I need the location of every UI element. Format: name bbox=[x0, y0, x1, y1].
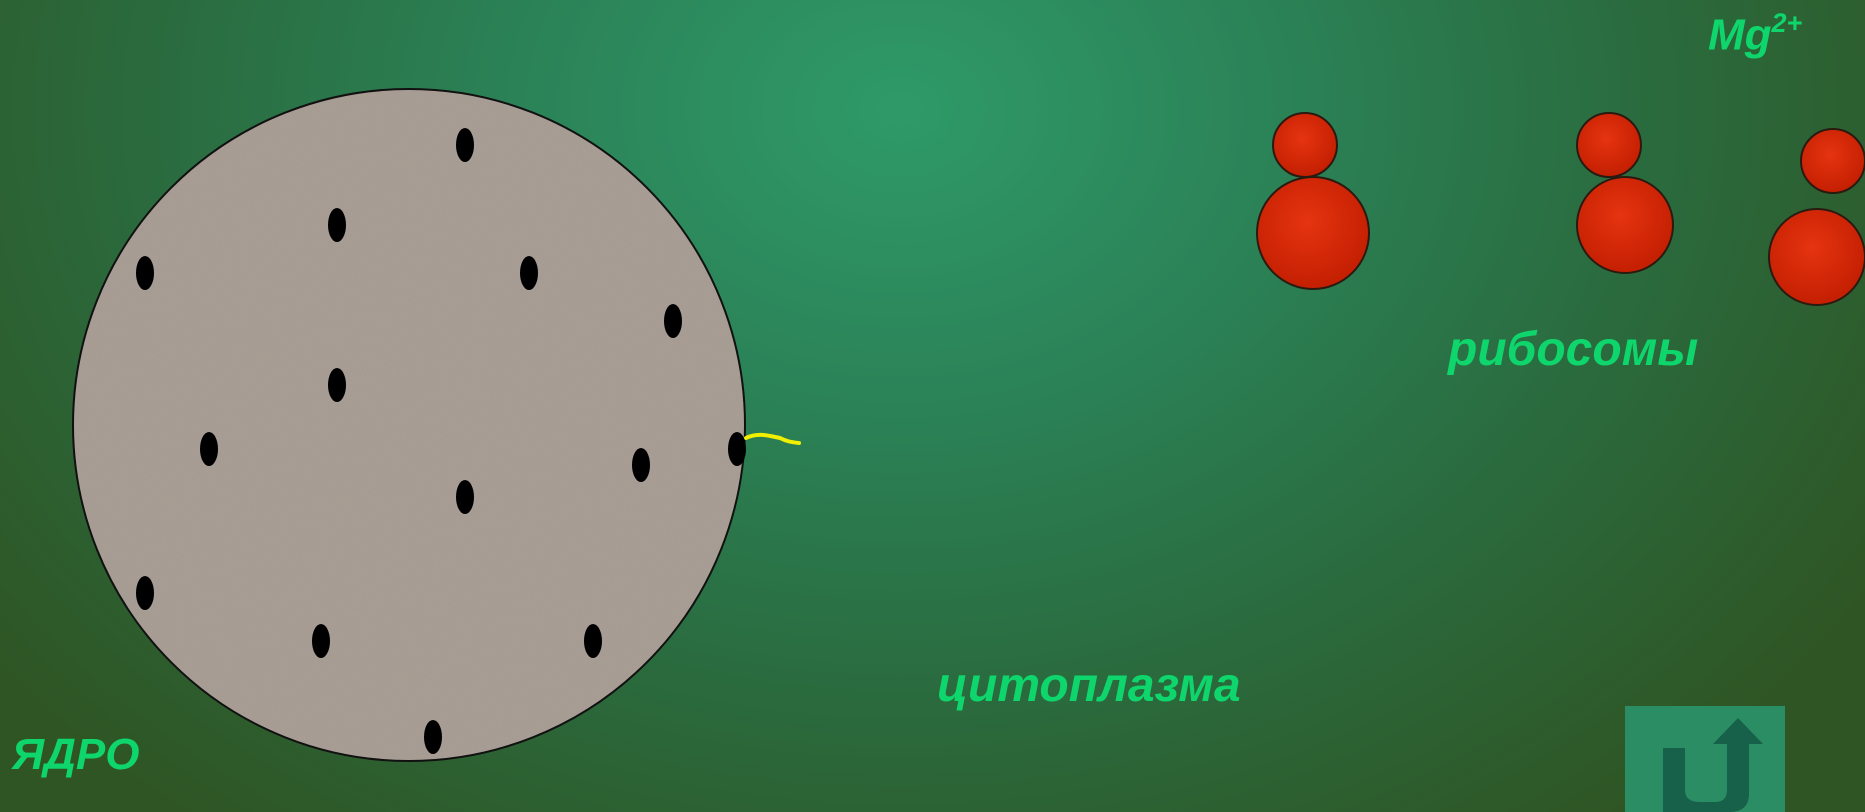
ribosome-small-subunit bbox=[1801, 129, 1865, 193]
nuclear-pore bbox=[664, 304, 682, 338]
nucleus bbox=[73, 89, 746, 761]
nuclear-pore bbox=[456, 128, 474, 162]
nuclear-pore bbox=[584, 624, 602, 658]
nuclear-pore bbox=[136, 256, 154, 290]
magnesium-charge: 2+ bbox=[1772, 8, 1803, 38]
magnesium-symbol: Mg bbox=[1708, 11, 1772, 60]
ribosome-small-subunit bbox=[1577, 113, 1641, 177]
nuclear-pore bbox=[424, 720, 442, 754]
ribosome-large-subunit bbox=[1577, 177, 1673, 273]
ribosome bbox=[1577, 113, 1673, 273]
mrna-strand bbox=[746, 435, 799, 443]
nuclear-pore bbox=[312, 624, 330, 658]
nuclear-pore bbox=[456, 480, 474, 514]
nuclear-pore bbox=[328, 368, 346, 402]
nuclear-pore bbox=[136, 576, 154, 610]
ribosome bbox=[1257, 113, 1369, 289]
ribosome-small-subunit bbox=[1273, 113, 1337, 177]
u-turn-arrow-icon bbox=[1625, 706, 1785, 812]
ribosomes-label: рибосомы bbox=[1448, 322, 1698, 377]
nuclear-pore bbox=[200, 432, 218, 466]
nucleus-label: ЯДРО bbox=[12, 730, 139, 780]
ribosome-large-subunit bbox=[1769, 209, 1865, 305]
ribosome-large-subunit bbox=[1257, 177, 1369, 289]
nucleus-body bbox=[73, 89, 745, 761]
nuclear-pore bbox=[632, 448, 650, 482]
cytoplasm-label: цитоплазма bbox=[937, 658, 1241, 713]
nuclear-pore bbox=[520, 256, 538, 290]
back-button[interactable] bbox=[1625, 706, 1785, 812]
nuclear-pore bbox=[728, 432, 746, 466]
magnesium-ion-label: Mg2+ bbox=[1708, 10, 1802, 61]
nuclear-pore bbox=[328, 208, 346, 242]
ribosome bbox=[1769, 129, 1865, 305]
